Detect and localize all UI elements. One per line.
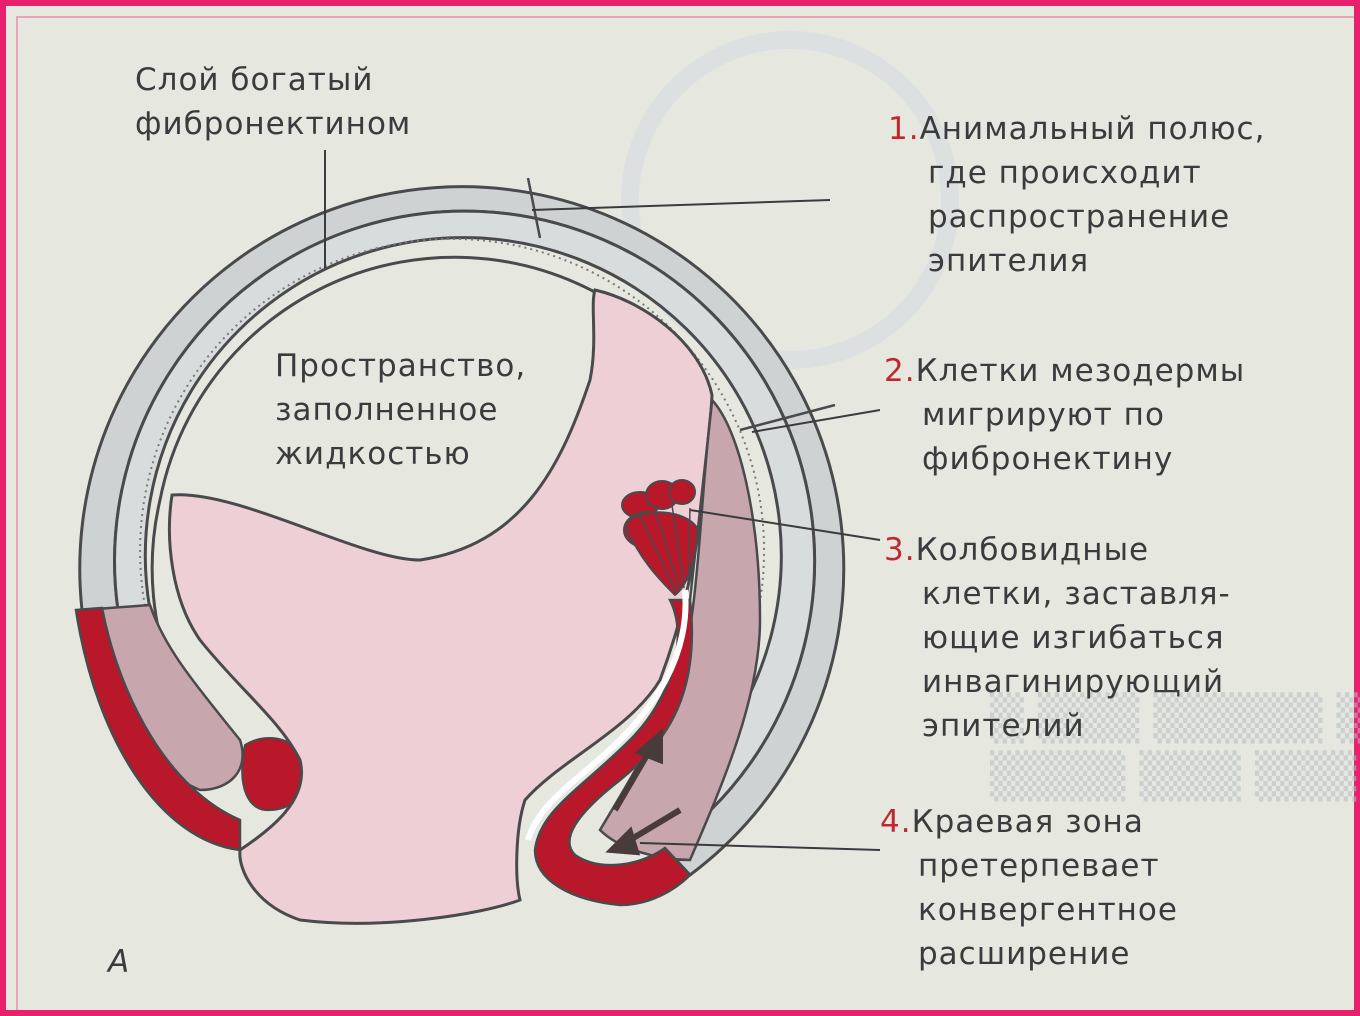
fibronectin-layer-label: Слой богатый фибронектином [135,58,411,146]
callout-3-line4: инвагинирующий [884,660,1231,704]
figure-letter: А [108,940,130,984]
callout-2-line1: Клетки мезодермы [916,353,1246,389]
callout-1-line3: распространение [888,195,1265,239]
fibronectin-layer-label-line1: Слой богатый [135,58,411,102]
callout-3-number: 3. [884,532,916,568]
fibronectin-layer-label-line2: фибронектином [135,102,411,146]
callout-4-line1: Краевая зона [912,804,1144,840]
callout-4-line4: расширение [880,932,1178,976]
callout-2: 2.Клетки мезодермы мигрируют по фибронек… [884,349,1245,481]
callout-2-number: 2. [884,353,916,389]
callout-4-line3: конвергентное [880,888,1178,932]
callout-3-line3: ющие изгибаться [884,616,1231,660]
callout-4: 4.Краевая зона претерпевает конвергентно… [880,800,1178,976]
callout-3-line1: Колбовидные [916,532,1150,568]
fluid-space-label-line2: заполненное [275,388,526,432]
callout-2-line2: мигрируют по [884,393,1245,437]
callout-1-number: 1. [888,111,920,147]
callout-4-line2: претерпевает [880,844,1178,888]
callout-3-line5: эпителий [884,704,1231,748]
callout-1: 1.Анимальный полюс, где происходит распр… [888,107,1265,283]
callout-1-line4: эпителия [888,239,1265,283]
callout-1-line2: где происходит [888,151,1265,195]
callout-2-line3: фибронектину [884,437,1245,481]
fluid-space-label-line3: жидкостью [275,432,526,476]
fluid-space-label-line1: Пространство, [275,344,526,388]
callout-1-line1: Анимальный полюс, [920,111,1266,147]
callout-4-number: 4. [880,804,912,840]
callout-3-line2: клетки, заставля- [884,572,1231,616]
fluid-space-label: Пространство, заполненное жидкостью [275,344,526,476]
callout-3: 3.Колбовидные клетки, заставля- ющие изг… [884,528,1231,748]
